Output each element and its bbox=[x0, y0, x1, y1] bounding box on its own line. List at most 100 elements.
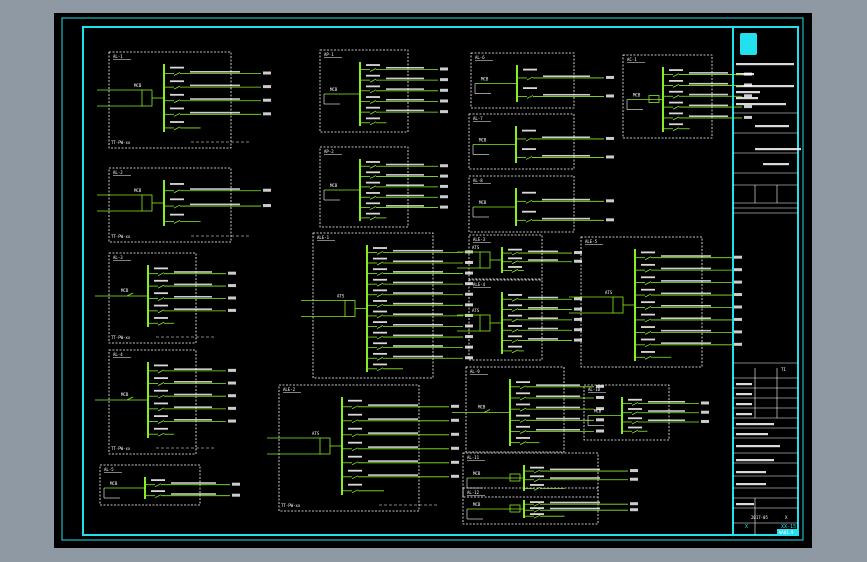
feeder-circuit bbox=[524, 484, 565, 491]
load-label bbox=[744, 72, 752, 76]
cable-spec-text bbox=[543, 93, 590, 96]
circuit-label bbox=[154, 427, 168, 430]
feeder-circuit bbox=[524, 507, 638, 513]
circuit-label bbox=[508, 248, 522, 251]
cable-spec-text bbox=[368, 418, 418, 420]
panel-name: AL-6 bbox=[475, 55, 485, 60]
load-label bbox=[606, 94, 614, 98]
load-label bbox=[263, 85, 271, 89]
cable-spec-text bbox=[171, 493, 216, 495]
cable-spec-text bbox=[386, 163, 424, 166]
circuit-breaker-icon bbox=[672, 84, 680, 88]
load-label bbox=[734, 293, 742, 297]
circuit-label bbox=[530, 501, 544, 503]
circuit-label bbox=[669, 69, 683, 71]
circuit-label bbox=[154, 317, 168, 319]
load-label bbox=[630, 469, 638, 473]
feeder-circuit bbox=[360, 96, 448, 104]
circuit-label bbox=[154, 279, 168, 282]
breaker-label: MCB bbox=[473, 502, 481, 507]
breaker-label: ATS bbox=[472, 245, 480, 250]
circuit-breaker-icon bbox=[157, 284, 165, 289]
cable-spec-text bbox=[393, 323, 443, 326]
revision-text: X bbox=[785, 515, 788, 520]
cable-spec-text bbox=[689, 104, 728, 107]
circuit-label bbox=[669, 101, 683, 104]
feeder-circuit bbox=[516, 148, 614, 160]
feeder-circuit bbox=[164, 93, 271, 104]
circuit-label bbox=[366, 117, 380, 120]
meter-icon bbox=[648, 95, 660, 103]
load-label bbox=[440, 184, 448, 188]
circuit-label bbox=[373, 247, 387, 249]
cable-spec-text bbox=[661, 255, 711, 257]
cable-spec-text bbox=[368, 474, 418, 476]
cable-spec-text bbox=[368, 404, 418, 406]
feeder-circuit bbox=[342, 469, 459, 480]
cable-spec-text bbox=[393, 281, 443, 284]
load-label bbox=[440, 110, 448, 114]
cable-spec-text bbox=[190, 84, 240, 87]
load-label bbox=[734, 255, 742, 259]
cable-spec-text bbox=[528, 259, 558, 261]
circuit-breaker-icon bbox=[376, 325, 384, 329]
load-label bbox=[228, 296, 236, 300]
circuit-label bbox=[170, 198, 184, 201]
circuit-breaker-icon bbox=[369, 206, 377, 210]
cable-spec-text bbox=[542, 154, 590, 157]
circuit-breaker-icon bbox=[376, 282, 384, 287]
title-block-text bbox=[736, 383, 752, 386]
circuit-breaker-icon bbox=[511, 328, 519, 333]
breaker-label: ATS bbox=[312, 431, 320, 436]
circuit-breaker-icon bbox=[157, 321, 165, 326]
circuit-breaker-icon bbox=[376, 303, 384, 308]
circuit-label bbox=[641, 338, 655, 341]
cable-spec-text bbox=[543, 75, 590, 78]
load-label bbox=[596, 407, 604, 411]
title-block-text bbox=[736, 91, 760, 94]
circuit-label bbox=[170, 66, 184, 69]
load-label bbox=[574, 338, 582, 342]
circuit-label bbox=[530, 484, 544, 486]
circuit-breaker-icon bbox=[154, 494, 162, 499]
cable-spec-text bbox=[542, 217, 590, 220]
circuit-breaker-icon bbox=[369, 195, 377, 200]
circuit-breaker-icon bbox=[369, 121, 377, 126]
breaker-label: MCB bbox=[110, 481, 118, 486]
scale-label: TI bbox=[781, 367, 786, 372]
transfer-switch bbox=[141, 194, 153, 212]
circuit-breaker-icon bbox=[376, 251, 384, 255]
circuit-breaker-icon bbox=[173, 72, 181, 76]
panel-boundary bbox=[278, 384, 420, 512]
cable-spec-text bbox=[190, 111, 240, 114]
load-label bbox=[701, 419, 709, 423]
transfer-switch bbox=[344, 300, 356, 317]
load-label bbox=[228, 381, 236, 385]
feeder-circuit bbox=[524, 513, 565, 519]
feeder-circuit bbox=[663, 69, 752, 77]
circuit-label bbox=[348, 483, 362, 486]
load-label bbox=[228, 394, 236, 398]
cable-spec-text bbox=[174, 393, 212, 396]
load-label bbox=[451, 446, 459, 450]
circuit-label bbox=[366, 85, 380, 88]
circuit-breaker-icon bbox=[526, 76, 534, 81]
feeder-circuit bbox=[663, 123, 690, 132]
feeder-circuit bbox=[342, 413, 459, 424]
load-label bbox=[440, 205, 448, 209]
circuit-breaker-icon bbox=[157, 297, 165, 301]
load-label bbox=[744, 105, 752, 109]
feeder-circuit bbox=[367, 257, 473, 266]
cable-spec-text bbox=[174, 381, 212, 383]
circuit-label bbox=[373, 257, 387, 260]
circuit-label bbox=[516, 425, 530, 428]
circuit-breaker-icon bbox=[533, 502, 541, 507]
feeder-circuit bbox=[148, 377, 236, 386]
cable-spec-text bbox=[542, 198, 590, 201]
load-label bbox=[596, 384, 604, 388]
circuit-label bbox=[516, 403, 530, 406]
